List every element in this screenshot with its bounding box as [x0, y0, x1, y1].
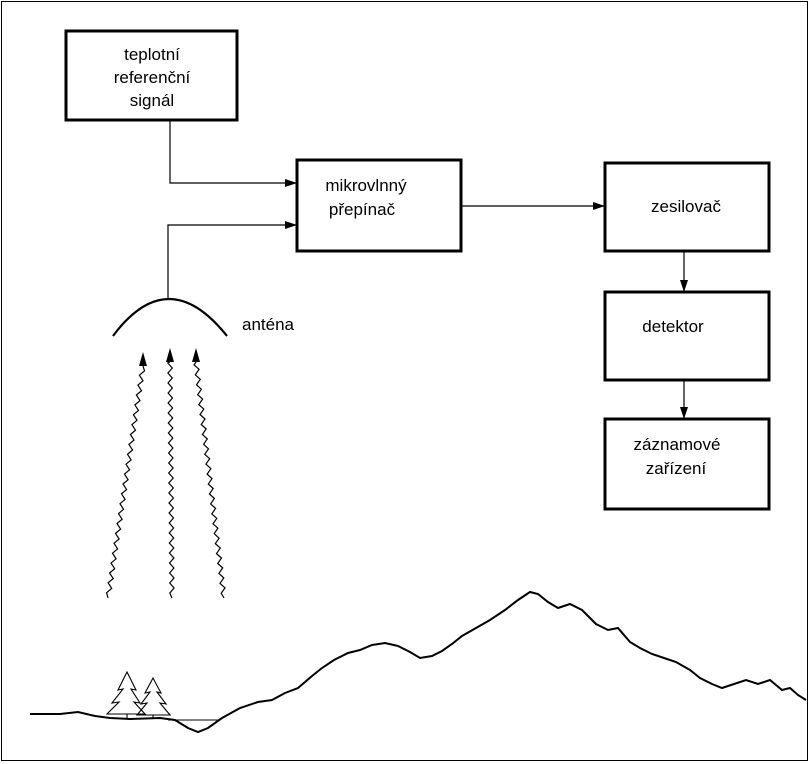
- recorder-line-1: záznamové: [634, 435, 721, 454]
- microwave-switch-line-1: mikrovlnný: [325, 176, 407, 195]
- reference-to-switch-arrow: [169, 121, 297, 187]
- radiation-wave-center: [166, 361, 175, 599]
- radiation-waves: [105, 361, 226, 599]
- wave-center-arrowhead: [166, 348, 174, 362]
- amplifier-label: zesilovač: [651, 197, 721, 216]
- tree-icon: [105, 670, 172, 719]
- detector-block: detektor: [603, 290, 771, 382]
- recorder-line-2: zařízení: [646, 459, 707, 478]
- microwave-switch-block: mikrovlnný přepínač: [295, 158, 463, 253]
- antenna-label: anténa: [242, 315, 295, 334]
- terrain-profile: [30, 590, 807, 734]
- radiation-wave-right: [193, 361, 226, 599]
- amplifier-block: zesilovač: [603, 161, 771, 253]
- wave-left-arrowhead: [139, 352, 147, 366]
- reference-signal-line-2: referenční: [114, 68, 191, 87]
- wave-right-arrowhead: [192, 348, 200, 362]
- reference-signal-block: teplotní referenční signál: [64, 29, 239, 122]
- reference-signal-line-3: signál: [130, 91, 174, 110]
- radiation-wave-left: [105, 365, 146, 599]
- reference-signal-line-1: teplotní: [124, 45, 180, 64]
- recorder-block: záznamové zařízení: [603, 417, 771, 511]
- antenna-icon: [112, 298, 228, 337]
- detector-label: detektor: [642, 317, 704, 336]
- radiation-arrowheads: [139, 348, 200, 366]
- antenna-to-switch-arrow: [167, 221, 297, 298]
- microwave-switch-line-2: přepínač: [329, 200, 396, 219]
